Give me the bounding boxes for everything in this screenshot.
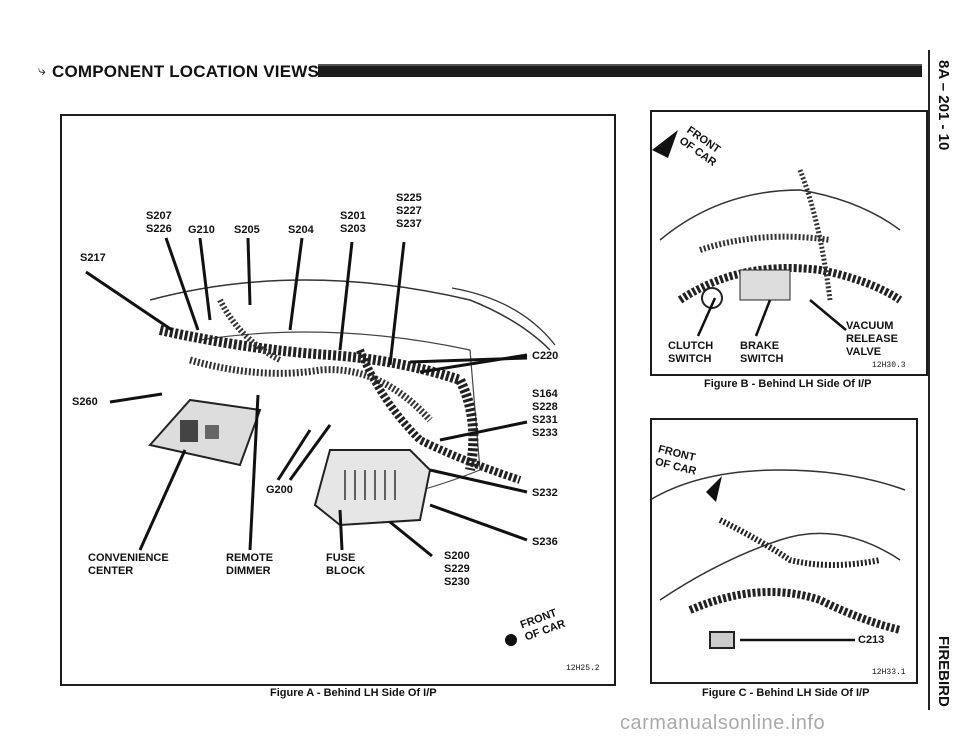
- label-g200: G200: [266, 484, 293, 496]
- figure-b-code: 12H30.3: [872, 361, 906, 370]
- label-s232: S232: [532, 487, 558, 499]
- label-s200-group: S200 S229 S230: [444, 550, 470, 588]
- figure-b-panel: [650, 110, 928, 376]
- header-bullet-icon: ⤷: [38, 62, 46, 78]
- right-margin-rule: [928, 50, 930, 710]
- header-rule-top: [318, 64, 922, 66]
- figure-c-code: 12H33.1: [872, 668, 906, 677]
- label-s207-s226: S207 S226: [146, 210, 172, 235]
- figure-c-caption: Figure C - Behind LH Side Of I/P: [702, 687, 870, 699]
- label-g210: G210: [188, 224, 215, 236]
- page-title: COMPONENT LOCATION VIEWS: [52, 62, 320, 81]
- label-s260: S260: [72, 396, 98, 408]
- label-vacuum-release-valve: VACUUM RELEASE VALVE: [846, 320, 898, 358]
- label-brake-switch: BRAKE SWITCH: [740, 340, 784, 365]
- watermark: carmanualsonline.info: [620, 712, 826, 734]
- figure-a-code: 12H25.2: [566, 664, 600, 673]
- figure-a-caption: Figure A - Behind LH Side Of I/P: [270, 687, 437, 699]
- header-rule: [318, 66, 922, 77]
- label-s225-s227-s237: S225 S227 S237: [396, 192, 422, 230]
- label-s201-s203: S201 S203: [340, 210, 366, 235]
- label-s204: S204: [288, 224, 314, 236]
- label-s236: S236: [532, 536, 558, 548]
- figure-b-caption: Figure B - Behind LH Side Of I/P: [704, 378, 872, 390]
- label-fuse-block: FUSE BLOCK: [326, 552, 366, 577]
- label-remote-dimmer: REMOTE DIMMER: [226, 552, 274, 577]
- label-c220: C220: [532, 350, 559, 362]
- label-c213: C213: [858, 634, 885, 646]
- label-clutch-switch: CLUTCH SWITCH: [668, 340, 714, 365]
- figure-a-panel: [60, 114, 616, 686]
- figure-c-panel: [650, 418, 918, 684]
- label-s205: S205: [234, 224, 260, 236]
- label-s164-group: S164 S228 S231 S233: [532, 388, 558, 439]
- label-s217: S217: [80, 252, 106, 264]
- label-convenience-center: CONVENIENCE CENTER: [88, 552, 169, 577]
